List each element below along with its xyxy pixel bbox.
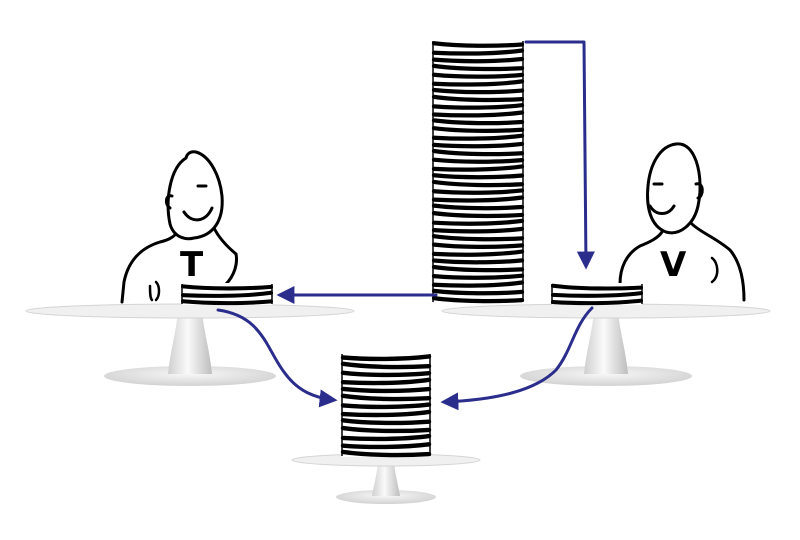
plate — [340, 418, 432, 426]
plate — [340, 425, 432, 434]
plate — [180, 284, 274, 291]
table-center — [291, 453, 481, 504]
plate — [431, 118, 525, 126]
plate — [340, 370, 432, 378]
person-left — [120, 150, 238, 304]
arrow-right-to-combined — [440, 306, 594, 411]
plate — [340, 409, 432, 418]
plate — [431, 203, 525, 211]
plate — [431, 63, 525, 72]
plate — [431, 258, 525, 265]
plate — [431, 188, 525, 195]
plate — [431, 94, 525, 103]
plate — [431, 173, 525, 180]
plate — [431, 179, 525, 188]
plate — [431, 133, 525, 141]
plate — [431, 249, 525, 257]
plate — [550, 283, 644, 291]
plate — [431, 195, 525, 203]
plate — [431, 288, 525, 296]
arrow-source-to-right — [524, 40, 595, 270]
person-right-letter: V — [660, 245, 687, 285]
plate — [431, 242, 525, 249]
plate — [431, 110, 525, 118]
plate-stack-left — [180, 283, 274, 306]
plate — [431, 87, 525, 95]
plate — [431, 141, 525, 149]
plate — [340, 377, 432, 386]
plate-stack-right — [550, 283, 644, 306]
table-left — [25, 303, 355, 386]
plate — [431, 72, 525, 79]
plate — [180, 290, 274, 298]
plate-stack-source — [431, 40, 525, 304]
plate — [550, 298, 644, 306]
plate — [431, 48, 525, 56]
plate — [340, 393, 432, 402]
plate — [340, 354, 432, 362]
plate — [431, 264, 525, 273]
plate — [340, 442, 432, 450]
plate — [340, 449, 432, 458]
plate — [431, 157, 525, 164]
plate — [340, 402, 432, 410]
plate — [340, 433, 432, 442]
plate — [431, 148, 525, 157]
plate — [431, 164, 525, 172]
plate — [431, 226, 525, 234]
plate — [431, 218, 525, 226]
plate — [431, 41, 525, 48]
plate — [431, 79, 525, 87]
plate-stack-combined — [340, 353, 432, 458]
plate — [180, 299, 274, 306]
plate — [431, 56, 525, 64]
plate — [550, 291, 644, 298]
plate — [431, 280, 525, 288]
person-left-letter: T — [180, 245, 204, 285]
table-right — [441, 303, 771, 386]
plate — [431, 296, 525, 304]
plate — [431, 234, 525, 242]
person-right — [618, 142, 746, 302]
plate — [431, 273, 525, 280]
plate — [340, 361, 432, 370]
plate — [431, 211, 525, 219]
plate — [340, 386, 432, 394]
plate — [431, 103, 525, 110]
arrow-left-to-combined — [216, 308, 338, 408]
plate — [431, 126, 525, 133]
